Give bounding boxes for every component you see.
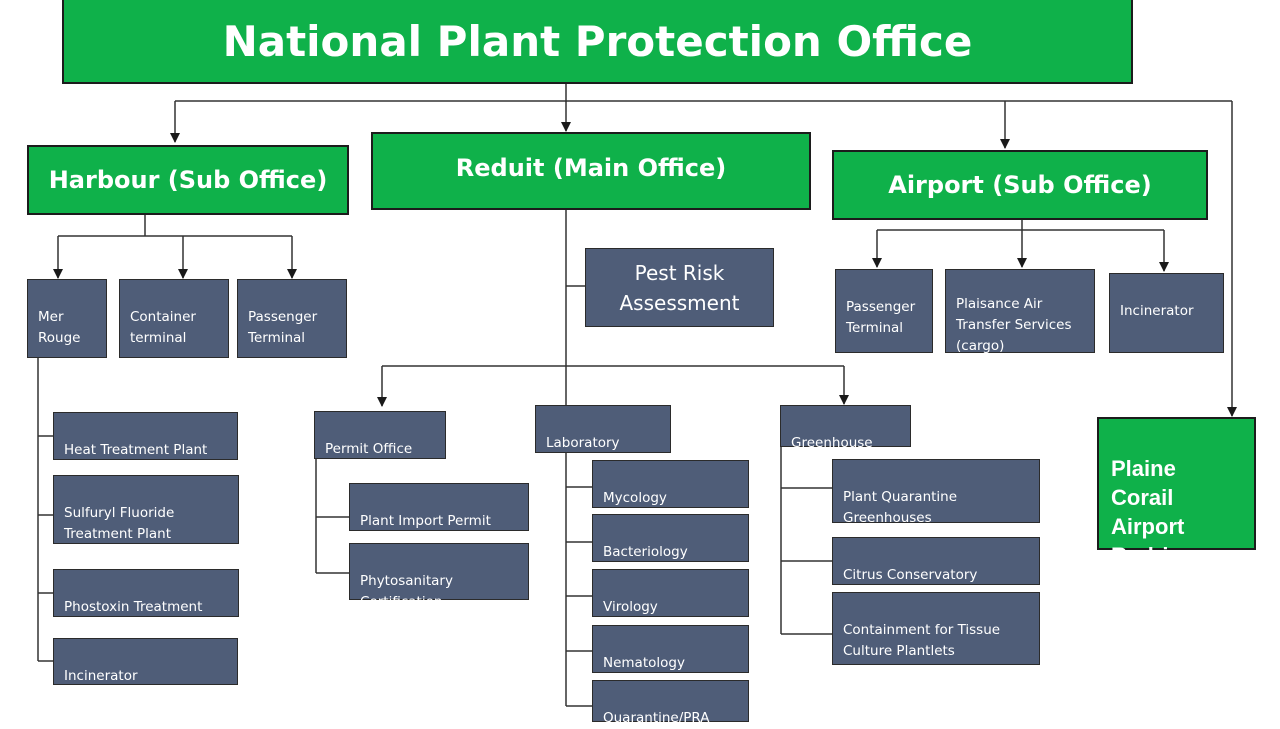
facility-label: Sulfuryl Fluoride Treatment Plant: [64, 505, 175, 542]
airport-unit-passenger-terminal: Passenger Terminal: [835, 269, 933, 353]
greenhouse-label: Plant Quarantine Greenhouses: [843, 489, 958, 526]
division-label: Permit Office: [325, 441, 413, 457]
permit-label: Plant Import Permit: [360, 513, 491, 529]
facility-sulfuryl-fluoride: Sulfuryl Fluoride Treatment Plant: [53, 475, 239, 544]
facility-heat-treatment: Heat Treatment Plant: [53, 412, 238, 460]
division-label: Laboratory: [546, 435, 620, 451]
title-text: National Plant Protection Office: [222, 16, 973, 66]
harbour-unit-mer-rouge: Mer Rouge: [27, 279, 107, 358]
airport-office-label: Airport (Sub Office): [888, 171, 1152, 199]
airport-unit-label: Passenger Terminal: [846, 299, 916, 336]
facility-phostoxin: Phostoxin Treatment: [53, 569, 239, 617]
airport-office-box: Airport (Sub Office): [832, 150, 1208, 220]
greenhouse-item-containment: Containment for Tissue Culture Plantlets: [832, 592, 1040, 665]
harbour-office-box: Harbour (Sub Office): [27, 145, 349, 215]
lab-label: Bacteriology: [603, 544, 688, 560]
harbour-office-label: Harbour (Sub Office): [48, 166, 328, 194]
facility-label: Heat Treatment Plant: [64, 442, 208, 458]
permit-item-phytosanitary: Phytosanitary Certification: [349, 543, 529, 610]
rodrigues-office-label: Plaine Corail Airport Rodrigues: [1111, 456, 1220, 568]
division-permit-office: Permit Office: [314, 411, 446, 459]
lab-item-virology: Virology: [592, 569, 749, 617]
lab-label: Quarantine/PRA: [603, 710, 710, 726]
reduit-office-box: Reduit (Main Office): [371, 132, 811, 210]
pest-risk-assessment-box: Pest Risk Assessment: [585, 248, 774, 327]
lab-label: Nematology: [603, 655, 685, 671]
lab-item-mycology: Mycology: [592, 460, 749, 508]
lab-label: Mycology: [603, 490, 667, 506]
pest-risk-label: Pest Risk Assessment: [619, 260, 740, 315]
unit-label: Mer Rouge: [38, 309, 81, 346]
lab-label: Virology: [603, 599, 658, 615]
airport-unit-incinerator: Incinerator: [1109, 273, 1224, 353]
airport-unit-plaisance-cargo: Plaisance Air Transfer Services (cargo): [945, 269, 1095, 354]
greenhouse-label: Containment for Tissue Culture Plantlets: [843, 622, 1001, 659]
division-laboratory: Laboratory: [535, 405, 671, 453]
harbour-unit-passenger-terminal: Passenger Terminal: [237, 279, 347, 358]
greenhouse-label: Citrus Conservatory: [843, 567, 978, 583]
greenhouse-item-plant-quarantine: Plant Quarantine Greenhouses: [832, 459, 1040, 526]
lab-item-bacteriology: Bacteriology: [592, 514, 749, 562]
permit-item-import-permit: Plant Import Permit: [349, 483, 529, 531]
facility-incinerator: Incinerator: [53, 638, 238, 685]
airport-unit-label: Incinerator: [1120, 303, 1194, 319]
unit-label: Container terminal: [130, 309, 196, 346]
harbour-unit-container-terminal: Container terminal: [119, 279, 229, 358]
division-label: Greenhouse: [791, 435, 873, 451]
facility-label: Incinerator: [64, 668, 138, 684]
airport-unit-label: Plaisance Air Transfer Services (cargo): [956, 296, 1072, 354]
facility-label: Phostoxin Treatment: [64, 599, 203, 615]
lab-item-quarantine-pra: Quarantine/PRA: [592, 680, 749, 726]
unit-label: Passenger Terminal: [248, 309, 318, 346]
reduit-office-label: Reduit (Main Office): [455, 154, 727, 182]
lab-item-nematology: Nematology: [592, 625, 749, 673]
page-title: National Plant Protection Office: [62, 0, 1133, 84]
permit-label: Phytosanitary Certification: [360, 573, 453, 610]
rodrigues-office-box: Plaine Corail Airport Rodrigues: [1097, 417, 1256, 568]
division-greenhouse: Greenhouse: [780, 405, 911, 451]
greenhouse-item-citrus-conservatory: Citrus Conservatory: [832, 537, 1040, 585]
